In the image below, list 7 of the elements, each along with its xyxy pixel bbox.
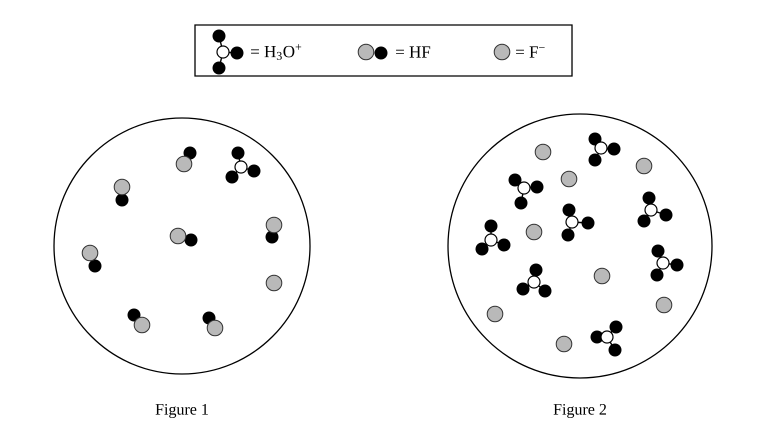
container-circle: [447, 113, 713, 379]
figure-caption: Figure 1: [156, 404, 208, 418]
legend-label: = H$_{3}$O$^{+}$: [251, 44, 302, 60]
legend-label: = HF: [396, 46, 430, 58]
container-circle: [53, 117, 311, 375]
figure-caption: Figure 2: [554, 404, 606, 418]
legend-label: = F$^{−}$: [516, 46, 545, 58]
